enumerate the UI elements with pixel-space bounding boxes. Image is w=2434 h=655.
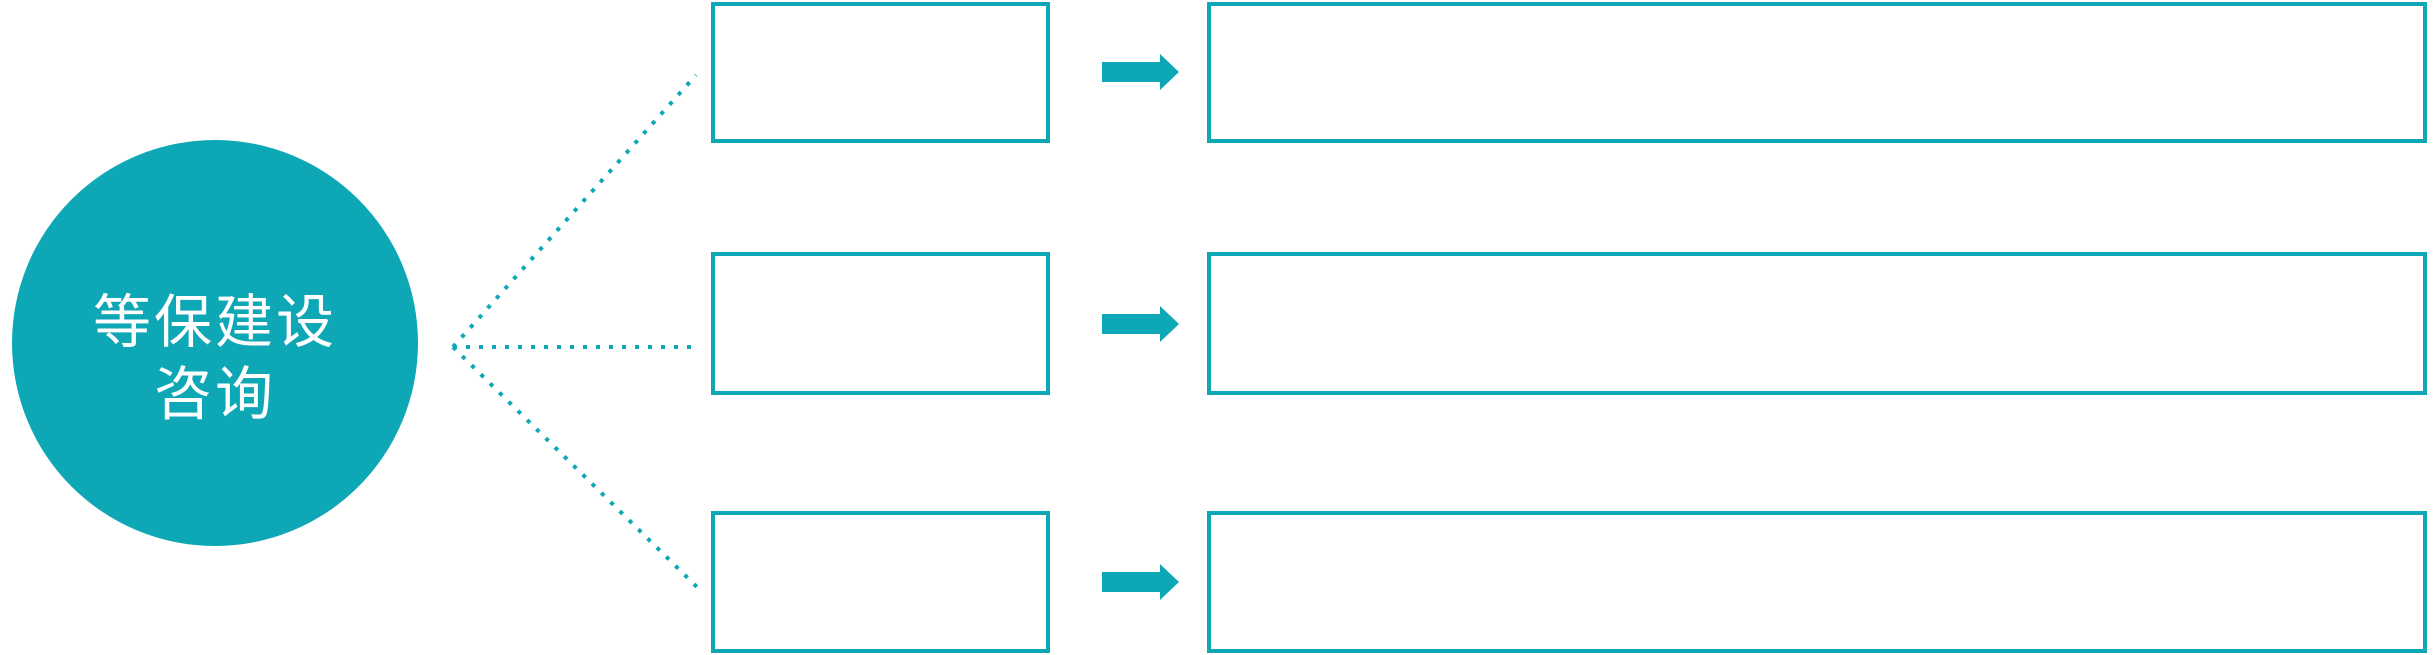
detail-box-row2 [1207,252,2427,395]
dotted-connector-line-bottom [451,345,702,592]
category-box-row1 [711,2,1050,143]
arrow-right-icon [1102,306,1179,342]
arrow-right-icon [1102,564,1179,600]
category-box-row2 [711,252,1050,395]
detail-box-row1 [1207,2,2427,143]
detail-box-row3 [1207,511,2427,653]
category-box-row3 [711,511,1050,653]
topic-circle-label-line2: 咨询 [153,360,276,428]
arrow-right-icon [1102,54,1179,90]
dotted-connector-line-top [451,73,698,349]
topic-circle-label-line1: 等保建设 [92,288,337,356]
topic-circle: 等保建设 咨询 [12,140,418,546]
